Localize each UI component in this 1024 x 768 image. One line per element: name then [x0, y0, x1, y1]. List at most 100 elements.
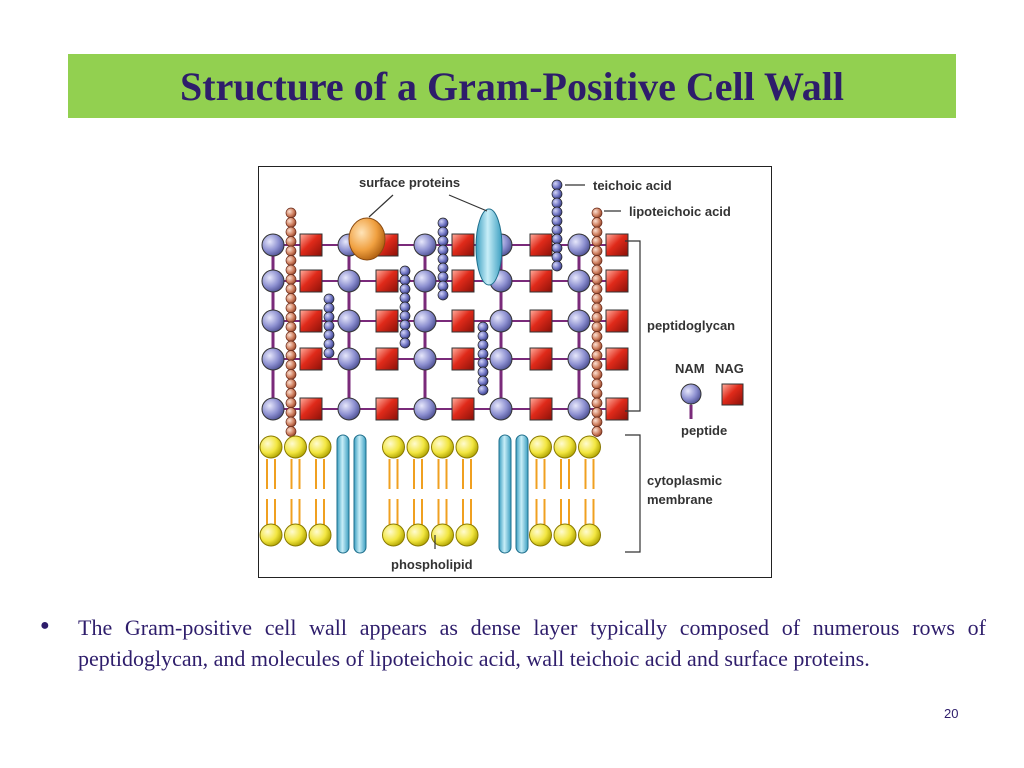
teichoic-acid-bead — [477, 339, 489, 351]
nag-square — [451, 397, 475, 421]
nam-sphere — [337, 269, 361, 293]
nag-square — [605, 347, 629, 371]
lipoteichoic-acid-bead — [285, 217, 297, 228]
teichoic-acid-bead — [477, 348, 489, 360]
nam-sphere — [413, 347, 437, 371]
peptidoglycan-layer — [261, 233, 629, 421]
phospholipid-head — [529, 435, 552, 459]
teichoic-acid-bead — [551, 179, 563, 191]
label-surface-proteins: surface proteins — [359, 175, 460, 190]
nag-square — [299, 397, 323, 421]
legend-nam-nag — [680, 383, 744, 419]
nag-square — [451, 269, 475, 293]
lipoteichoic-acid-bead — [285, 340, 297, 352]
lipoteichoic-acid-bead — [285, 416, 297, 428]
lipoteichoic-acid-bead — [591, 416, 603, 428]
diagram-svg: surface proteins teichoic acid lipoteich… — [259, 175, 744, 572]
lipoteichoic-acid-bead — [591, 207, 603, 219]
nag-square — [375, 309, 399, 333]
teichoic-acid-bead — [399, 265, 411, 277]
lipoteichoic-acid-bead — [591, 302, 603, 314]
teichoic-acid-bead — [323, 320, 335, 332]
surface-protein-orange — [348, 217, 386, 261]
legend-nag-square — [721, 383, 744, 406]
teichoic-acid-bead — [437, 271, 449, 283]
lipoteichoic-acid-bead — [285, 312, 297, 323]
teichoic-acid-bead — [437, 262, 449, 274]
teichoic-acid-bead — [437, 226, 449, 238]
teichoic-acid-bead — [437, 217, 449, 229]
teichoic-acid-bead — [551, 233, 563, 245]
surface-protein-blue — [475, 208, 503, 286]
nag-square — [529, 269, 553, 293]
teichoic-acid-bead — [551, 206, 563, 218]
phospholipid-head — [431, 435, 454, 459]
teichoic-acid-bead — [399, 292, 411, 304]
lipoteichoic-acid-bead — [285, 321, 297, 333]
nag-square — [529, 397, 553, 421]
teichoic-acid-bead — [551, 215, 563, 227]
lipoteichoic-acid-bead — [591, 378, 603, 390]
lipoteichoic-acid-bead — [285, 274, 297, 285]
phospholipid-head — [578, 435, 601, 459]
body-paragraph: The Gram-positive cell wall appears as d… — [78, 615, 986, 671]
lipoteichoic-acid-bead — [285, 302, 297, 314]
lipoteichoic-acid-bead — [285, 283, 297, 295]
nam-sphere — [567, 397, 591, 421]
teichoic-acid-bead — [477, 357, 489, 369]
nag-square — [605, 309, 629, 333]
label-teichoic-acid: teichoic acid — [593, 178, 672, 193]
phospholipid-head — [529, 523, 552, 547]
teichoic-acid-bead — [477, 366, 489, 378]
teichoic-acid-bead — [399, 337, 411, 349]
label-nag: NAG — [715, 361, 744, 376]
nag-square — [451, 309, 475, 333]
lipoteichoic-acid-bead — [591, 283, 603, 295]
nam-sphere — [261, 233, 285, 257]
teichoic-acid-bead — [477, 330, 489, 342]
lipoteichoic-acid-bead — [591, 350, 603, 361]
lipoteichoic-acid-bead — [285, 369, 297, 380]
nam-sphere — [413, 309, 437, 333]
nag-square — [375, 269, 399, 293]
teichoic-acid-bead — [437, 280, 449, 292]
membrane-protein-left — [336, 434, 367, 554]
lipoteichoic-acid-bead — [591, 255, 603, 266]
nam-sphere — [567, 269, 591, 293]
nam-sphere — [337, 397, 361, 421]
nag-square — [529, 309, 553, 333]
lipoteichoic-acid-bead — [591, 397, 603, 409]
nag-square — [299, 309, 323, 333]
lipoteichoic-acid-bead — [591, 226, 603, 238]
nam-sphere — [567, 233, 591, 257]
teichoic-acid-bead — [323, 338, 335, 350]
phospholipid-head — [382, 523, 405, 547]
teichoic-acid-bead — [437, 244, 449, 256]
teichoic-acid-chains — [323, 179, 563, 396]
lipoteichoic-acid-bead — [285, 426, 297, 437]
phospholipid-head — [259, 523, 283, 547]
teichoic-acid-bead — [477, 375, 489, 387]
nag-square — [375, 397, 399, 421]
legend-nam-sphere — [680, 383, 702, 405]
phospholipid-head — [455, 435, 479, 459]
nam-sphere — [413, 397, 437, 421]
lipoteichoic-acid-bead — [591, 340, 603, 352]
lipoteichoic-acid-bead — [285, 264, 297, 276]
teichoic-acid-bead — [323, 329, 335, 341]
nag-square — [605, 233, 629, 257]
phospholipid-head — [284, 523, 307, 547]
teichoic-acid-bead — [399, 319, 411, 331]
teichoic-acid-bead — [399, 328, 411, 340]
phospholipid-head — [406, 523, 430, 547]
nag-square — [375, 347, 399, 371]
nag-square — [299, 233, 323, 257]
nam-sphere — [489, 397, 513, 421]
label-cytoplasmic: cytoplasmic — [647, 473, 722, 488]
teichoic-acid-bead — [551, 260, 563, 272]
page-number: 20 — [944, 706, 959, 721]
lipoteichoic-acid-bead — [285, 226, 297, 238]
teichoic-acid-bead — [437, 289, 449, 301]
title-bar: Structure of a Gram-Positive Cell Wall — [68, 54, 956, 118]
nag-square — [529, 233, 553, 257]
